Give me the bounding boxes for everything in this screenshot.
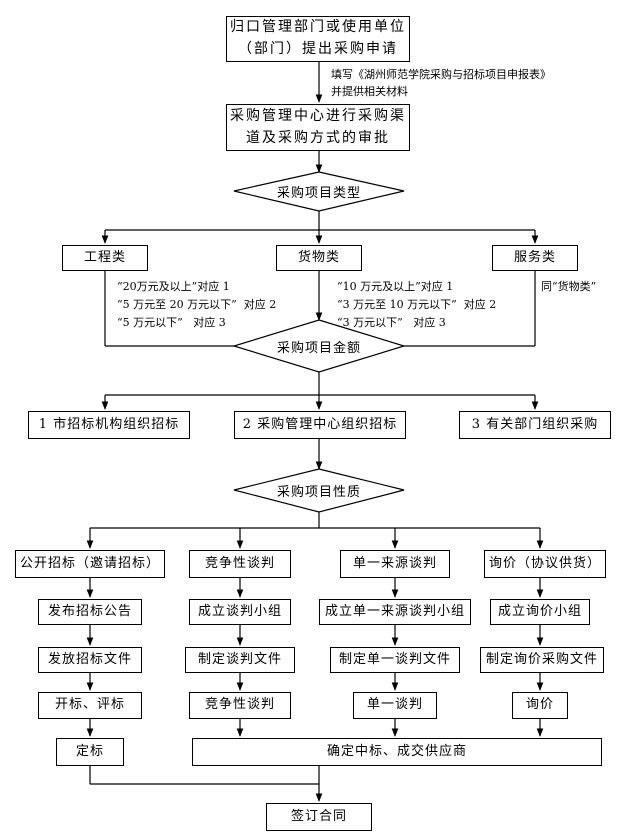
- engineering-note-3: “5 万元以下” 对应 3: [117, 316, 226, 329]
- engineering-note-1: “20万元及以上”对应 1: [117, 280, 230, 293]
- type-service-box: 服务类: [492, 245, 578, 271]
- type-engineering-box: 工程类: [62, 245, 148, 271]
- decision-diamond-type: [233, 171, 405, 212]
- approval-box: 采购管理中心进行采购渠道及采购方式的审批: [226, 104, 410, 151]
- decision-amount-label: 采购项目金额: [276, 340, 361, 356]
- decide-bid-box: 定标: [56, 738, 124, 766]
- method-3-step-1: 成立单一来源谈判小组: [319, 599, 471, 625]
- method-single-source-box: 单一来源谈判: [340, 550, 450, 578]
- goods-note-1: “10 万元及以上”对应 1: [337, 280, 454, 293]
- method-1-step-1: 发布招标公告: [38, 599, 142, 625]
- type-goods-box: 货物类: [276, 245, 362, 271]
- channel-center-box: 2 采购管理中心组织招标: [234, 411, 406, 439]
- method-2-step-2: 制定谈判文件: [185, 647, 295, 673]
- method-2-step-3: 竞争性谈判: [189, 692, 291, 719]
- decision-diamond-amount: [231, 319, 407, 373]
- method-3-step-3: 单一谈判: [353, 692, 437, 719]
- goods-note-3: “3 万元以下” 对应 3: [337, 316, 446, 329]
- method-4-step-1: 成立询价小组: [490, 599, 590, 625]
- apply-box: 归口管理部门或使用单位（部门）提出采购申请: [226, 16, 410, 62]
- apply-note: 填写《湖州师范学院采购与招标项目申报表》并提供相关材料: [331, 68, 551, 99]
- channel-department-box: 3 有关部门组织采购: [459, 411, 611, 439]
- channel-city-agency-box: 1 市招标机构组织招标: [28, 411, 190, 439]
- method-3-step-2: 制定单一谈判文件: [330, 647, 460, 673]
- method-inquiry-box: 询价（协议供货）: [484, 550, 606, 578]
- decision-nature-label: 采购项目性质: [276, 484, 361, 500]
- confirm-supplier-box: 确定中标、成交供应商: [192, 738, 602, 766]
- service-note: 同“货物类”: [541, 280, 597, 293]
- decision-diamond-nature: [233, 468, 405, 513]
- decision-type-label: 采购项目类型: [276, 185, 361, 201]
- method-open-tender-box: 公开招标（邀请招标）: [15, 550, 165, 578]
- goods-note-2: “3 万元至 10 万元以下” 对应 2: [337, 298, 497, 311]
- method-4-step-3: 询价: [512, 692, 568, 719]
- method-1-step-3: 开标、评标: [38, 692, 142, 719]
- sign-contract-box: 签订合同: [266, 803, 372, 831]
- method-4-step-2: 制定询价采购文件: [480, 647, 604, 673]
- method-2-step-1: 成立谈判小组: [189, 599, 291, 625]
- method-1-step-2: 发放招标文件: [38, 647, 142, 673]
- engineering-note-2: “5 万元至 20 万元以下” 对应 2: [117, 298, 277, 311]
- method-competitive-negotiation-box: 竞争性谈判: [189, 550, 291, 578]
